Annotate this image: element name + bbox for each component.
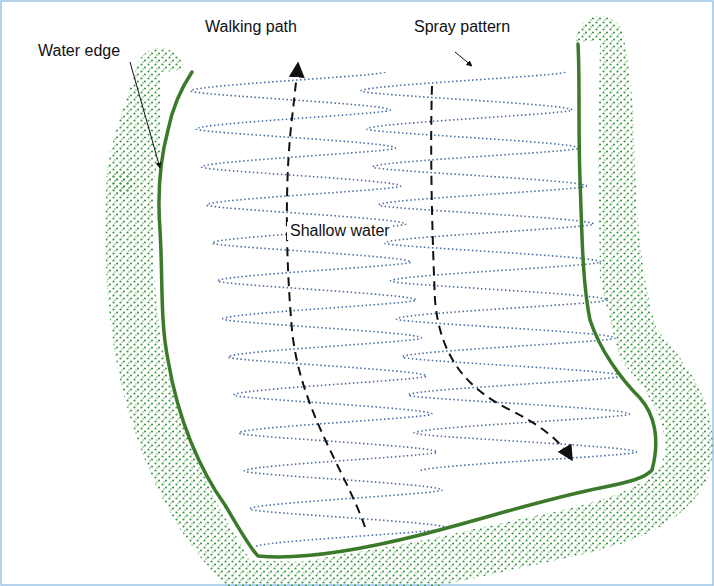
callout-label: Spray pattern	[414, 18, 510, 36]
leader-line	[130, 62, 160, 168]
region-label: Shallow water	[287, 222, 393, 240]
leader-line	[455, 52, 472, 66]
walking-path-arrow	[287, 63, 365, 527]
water-area	[160, 40, 660, 562]
callout-label: Walking path	[205, 18, 297, 36]
spray-pattern	[191, 72, 637, 547]
spray-zigzag	[361, 72, 636, 471]
vegetation-clump	[110, 170, 134, 194]
water-edge-line	[159, 44, 656, 557]
spray-zigzag	[191, 72, 448, 547]
callout-label: Water edge	[38, 42, 120, 60]
walking-path-arrow	[431, 86, 572, 460]
vegetation-band	[129, 40, 689, 580]
